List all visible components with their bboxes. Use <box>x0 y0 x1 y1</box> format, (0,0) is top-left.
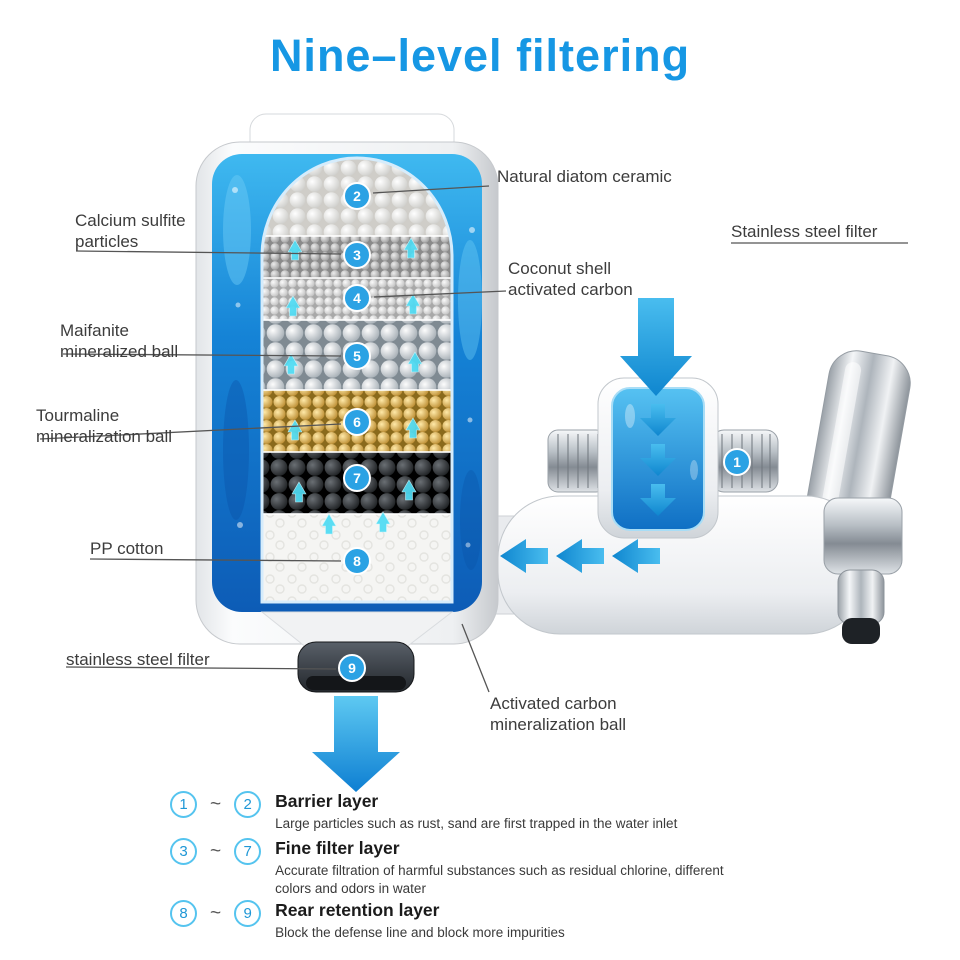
legend-layer-name: Barrier layer <box>275 791 379 811</box>
capsule-outline <box>260 156 454 604</box>
label-stainless-steel-filter-right: Stainless steel filter <box>731 222 878 241</box>
legend-layer-desc: Accurate filtration of harmful substance… <box>275 863 724 896</box>
legend-layer-name: Rear retention layer <box>275 900 440 920</box>
legend-circle-start: 3 <box>170 838 197 865</box>
legend-circle-start: 8 <box>170 900 197 927</box>
label-activated-carbon-mineralization-ball: Activated carbon mineralization ball <box>490 694 627 735</box>
inlet-window-arrows <box>640 404 676 516</box>
label-calcium-sulfite-particles: Calcium sulfite particles <box>75 211 186 252</box>
svg-text:7: 7 <box>353 470 361 486</box>
body-left-arrows <box>500 539 660 573</box>
inlet-down-arrow <box>620 298 692 396</box>
marker-2: 2 <box>343 182 371 210</box>
legend-row-rear-retention-layer: 8 ~ 9 Rear retention layer Block the def… <box>170 900 565 942</box>
legend-layer-desc: Large particles such as rust, sand are f… <box>275 816 678 831</box>
svg-text:9: 9 <box>348 660 356 676</box>
legend-tilde: ~ <box>210 841 222 862</box>
legend-layer-desc: Block the defense line and block more im… <box>275 925 565 940</box>
marker-3: 3 <box>343 241 371 269</box>
label-maifanite-mineralized-ball: Maifanite mineralized ball <box>60 321 179 362</box>
filter-layers <box>262 158 452 602</box>
label-pp-cotton: PP cotton <box>90 539 164 558</box>
filter-nozzle-ring <box>306 676 406 690</box>
faucet-handle <box>806 350 911 534</box>
outlet-down-arrow <box>312 696 400 792</box>
percolation-arrows <box>283 237 423 535</box>
page-title: Nine–level filtering <box>269 30 691 81</box>
svg-text:4: 4 <box>353 290 361 306</box>
legend-circle-start: 1 <box>170 791 197 818</box>
legend-tilde: ~ <box>210 903 222 924</box>
label-tourmaline-mineralization-ball: Tourmaline mineralization ball <box>36 406 173 447</box>
legend-layer-name: Fine filter layer <box>275 838 400 858</box>
faucet-spout <box>837 569 885 625</box>
marker-4: 4 <box>343 284 371 312</box>
marker-9: 9 <box>338 654 366 682</box>
label-coconut-shell-activated-carbon: Coconut shell activated carbon <box>508 259 633 300</box>
legend-row-fine-filter-layer: 3 ~ 7 Fine filter layer Accurate filtrat… <box>170 838 755 897</box>
chrome-collar-left <box>547 429 607 493</box>
legend-tilde: ~ <box>210 794 222 815</box>
legend-circle-end: 7 <box>234 838 262 865</box>
legend-circle-end: 2 <box>234 791 262 818</box>
svg-text:1: 1 <box>733 454 741 470</box>
legend-circle-end: 9 <box>234 900 262 927</box>
legend-row-barrier-layer: 1 ~ 2 Barrier layer Large particles such… <box>170 791 677 833</box>
faucet-neck <box>823 497 903 575</box>
marker-7: 7 <box>343 464 371 492</box>
marker-6: 6 <box>343 408 371 436</box>
marker-8: 8 <box>343 547 371 575</box>
svg-text:8: 8 <box>353 553 361 569</box>
label-stainless-steel-filter-bottom: stainless steel filter <box>66 650 210 669</box>
water-flow-arrows <box>312 298 692 792</box>
svg-text:5: 5 <box>353 348 361 364</box>
label-natural-diatom-ceramic: Natural diatom ceramic <box>497 167 672 186</box>
faucet-illustration <box>469 350 911 644</box>
svg-text:6: 6 <box>353 414 361 430</box>
faucet-spout-tip <box>842 618 880 644</box>
svg-text:2: 2 <box>353 188 361 204</box>
marker-5: 5 <box>343 342 371 370</box>
step-markers: 1 2 3 4 5 6 7 8 9 <box>338 182 751 682</box>
leader-lines <box>39 185 908 693</box>
marker-1: 1 <box>723 448 751 476</box>
svg-text:3: 3 <box>353 247 361 263</box>
